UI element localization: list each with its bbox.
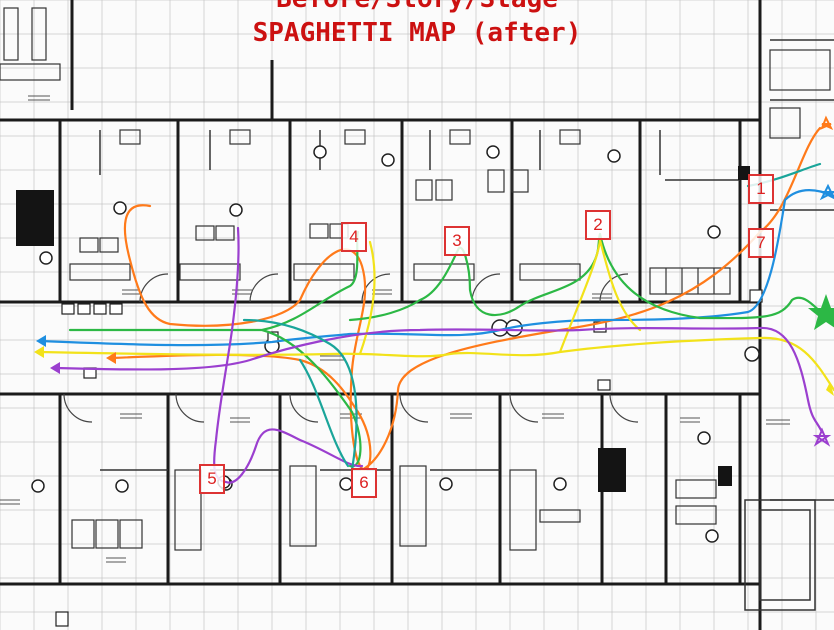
room-tag-5: 5 xyxy=(199,464,225,494)
room-tag-4: 4 xyxy=(341,222,367,252)
room-tag-1: 1 xyxy=(748,174,774,204)
room-tag-3: 3 xyxy=(444,226,470,256)
map-title: SPAGHETTI MAP (after) xyxy=(0,18,834,48)
title-partial-line: Before/Story/Stage xyxy=(0,0,834,14)
room-tag-6: 6 xyxy=(351,468,377,498)
room-tag-7: 7 xyxy=(748,228,774,258)
room-tag-2: 2 xyxy=(585,210,611,240)
